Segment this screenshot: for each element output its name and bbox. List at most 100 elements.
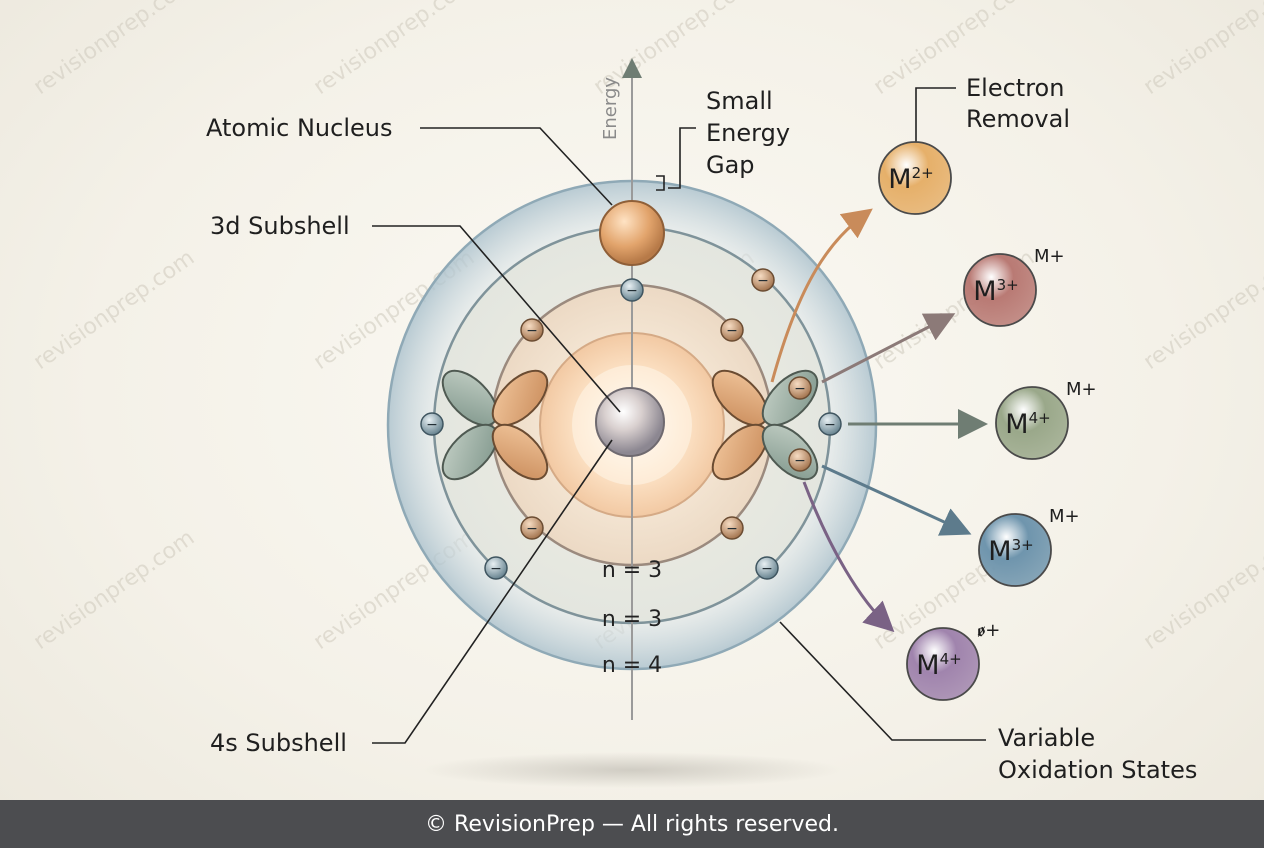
orbital-lobe (441, 423, 499, 481)
watermark-text: revisionprep.com (29, 525, 199, 655)
electron: − (520, 318, 544, 342)
electron-charge: − (726, 521, 738, 537)
watermark-text: revisionprep.com (29, 245, 199, 375)
electron-sphere (720, 318, 744, 342)
electron-sphere (755, 556, 779, 580)
ion: M4+ ꬾ+ (906, 620, 1000, 701)
ion-sphere (878, 141, 952, 215)
orbital-left (441, 369, 549, 481)
electron-charge: − (726, 323, 738, 339)
small-energy-gap-line: Gap (706, 151, 755, 179)
small-energy-gap-label: Small Energy Gap (706, 87, 798, 179)
electron-charge: − (526, 323, 538, 339)
electron-charge: − (794, 453, 806, 469)
arrow-to-ion-1 (770, 208, 873, 383)
electron-charge: − (526, 521, 538, 537)
electron-charge: − (761, 561, 773, 577)
electron: − (755, 556, 779, 580)
oxidation-states-line: Variable (998, 724, 1095, 752)
small-energy-gap-line: Energy (706, 119, 790, 147)
arrow-to-ion-2 (821, 313, 956, 384)
orbital-lobe (491, 369, 549, 427)
electron-sphere (751, 268, 775, 292)
electron: − (818, 412, 842, 436)
shell-label: n = 4 (602, 653, 662, 678)
ion: M3+M+ (963, 246, 1065, 327)
electron-removal-line: Electron (966, 74, 1064, 102)
watermark-text: revisionprep.com (1139, 525, 1264, 655)
ion-charge: 2+ (912, 164, 934, 182)
electron-sphere (620, 278, 644, 302)
ion-side-label: M+ (1034, 246, 1065, 267)
subshell-4s-label: 4s Subshell (210, 729, 347, 757)
energy-gap-leader (668, 127, 696, 189)
electron: − (788, 448, 812, 472)
electron-charge: − (626, 283, 638, 299)
electron-charge: − (490, 561, 502, 577)
electron: − (420, 412, 444, 436)
electron-sphere (720, 516, 744, 540)
atom-diagram: revisionprep.com revisionprep.com revisi… (29, 0, 1264, 788)
orbital-lobe (491, 423, 549, 481)
watermark-text: revisionprep.com (29, 0, 199, 100)
shell-label: n = 3 (602, 558, 662, 583)
removal-arrows (770, 208, 988, 633)
small-energy-gap-line: Small (706, 87, 773, 115)
subshell-4s-leader (372, 439, 613, 744)
watermark-text: revisionprep.com (1139, 245, 1264, 375)
electron-sphere (788, 376, 812, 400)
electron-charge: − (757, 273, 769, 289)
orbital-lobe (711, 369, 769, 427)
ion-sphere (978, 513, 1052, 587)
ion-side-label: M+ (1066, 379, 1097, 400)
ion-symbol: M4+ (916, 650, 961, 681)
ion: M2+ (878, 141, 952, 215)
electron-removal-label: Electron Removal (966, 74, 1072, 133)
ion: M4+M+ (995, 379, 1097, 460)
electron: − (484, 556, 508, 580)
ion-charge: 4+ (1029, 409, 1051, 427)
leader-lines (372, 87, 986, 744)
electron-layer: − − − − − − − − − − − − (420, 268, 842, 580)
electron: − (788, 376, 812, 400)
electron-charge: − (824, 417, 836, 433)
ion-charge: 4+ (940, 650, 962, 668)
electron-sphere (484, 556, 508, 580)
top-electron-sphere (599, 200, 665, 266)
ion-sphere (906, 627, 980, 701)
energy-gap-bracket (656, 175, 665, 191)
ion-side-label: ꬾ+ (977, 620, 1000, 641)
ion-side-label: M+ (1049, 506, 1080, 527)
electron-sphere (420, 412, 444, 436)
ion-sphere (963, 253, 1037, 327)
electron: − (720, 516, 744, 540)
electron-charge: − (794, 381, 806, 397)
ion-charge: 3+ (997, 276, 1019, 294)
copyright-footer: © RevisionPrep — All rights reserved. (0, 800, 1264, 848)
electron-sphere (818, 412, 842, 436)
subshell-3d-leader (372, 225, 621, 413)
arrow-to-ion-4 (821, 464, 972, 536)
arrow-to-ion-5 (802, 481, 895, 633)
electron-charge: − (426, 417, 438, 433)
ion-charge: 3+ (1012, 536, 1034, 554)
electron: − (751, 268, 775, 292)
electron-sphere (520, 516, 544, 540)
orbital-lobe (441, 369, 499, 427)
electron: − (620, 278, 644, 302)
ion-sphere (995, 386, 1069, 460)
ion-layer: M2+M3+M+M4+M+M3+M+M4+ꬾ+ (878, 141, 1097, 701)
ion: M3+M+ (978, 506, 1080, 587)
electron: − (520, 516, 544, 540)
shell-label: n = 3 (602, 607, 662, 632)
nucleus-leader (420, 127, 613, 206)
subshell-3d-label: 3d Subshell (210, 212, 350, 240)
electron-sphere (788, 448, 812, 472)
oxidation-states-line: Oxidation States (998, 756, 1197, 784)
orbital-lobe (711, 423, 769, 481)
electron-removal-line: Removal (966, 105, 1070, 133)
oxidation-leader (779, 621, 986, 741)
watermark-text: revisionprep.com (309, 0, 479, 100)
atomic-nucleus (595, 387, 665, 457)
floor-shadow (422, 752, 842, 788)
